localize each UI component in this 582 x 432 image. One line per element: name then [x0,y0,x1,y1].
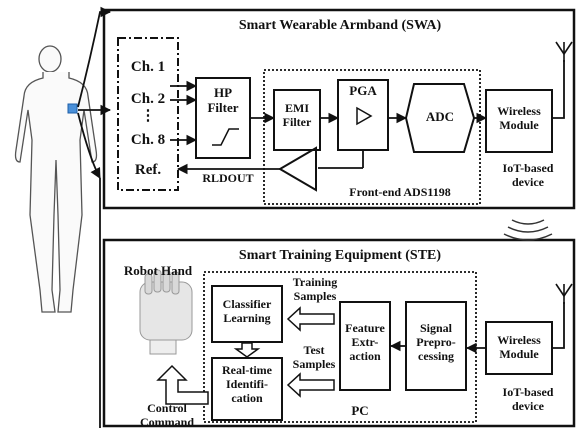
adc-box [404,83,476,153]
training-samples-label: Training Samples [292,275,338,303]
swa-wireless-box [485,89,553,153]
ste-iot-label: IoT-based device [502,385,554,413]
emi-filter-label: EMI Filter [282,101,312,129]
channel-box [117,37,179,191]
control-arrow-icon [156,364,209,405]
channel-2-label: Ch. 2 [130,91,166,107]
human-figure-icon [14,45,98,313]
channel-1-label: Ch. 1 [130,59,166,75]
channel-ellipsis: ⋮ [140,108,156,124]
realtime-box [211,357,283,421]
swa-wireless-label: Wireless Module [497,104,541,132]
pc-box [203,271,477,423]
robot-hand-label: Robot Hand [123,263,193,278]
adc-label: ADC [425,109,455,124]
swa-title: Smart Wearable Armband (SWA) [238,18,442,33]
rldout-label: RLDOUT [202,171,254,185]
rld-amplifier-icon [278,146,317,192]
ref-label: Ref. [134,162,162,178]
robot-hand-icon [139,269,193,355]
feature-label: Feature Extr-action [345,321,385,363]
sensor-marker-icon [67,103,78,114]
frontend-label: Front-end ADS1198 [349,185,451,199]
highpass-icon [212,128,239,146]
swa-box [102,8,576,210]
test-arrow-icon [286,372,335,398]
realtime-label: Real-time Identifi-cation [222,363,272,405]
swa-antenna-icon [555,41,573,62]
classifier-box [211,285,283,343]
ste-wireless-label: Wireless Module [497,333,541,361]
control-command-label: Control Command [139,401,194,429]
channel-8-label: Ch. 8 [130,132,166,148]
ste-title: Smart Training Equipment (STE) [238,248,442,263]
swa-iot-label: IoT-based device [502,161,554,189]
ste-antenna-icon [555,283,573,304]
down-arrow-icon [233,342,261,358]
amplifier-icon [356,106,373,126]
pga-label: PGA [349,83,377,98]
emi-filter-box [273,89,321,151]
test-samples-label: Test Samples [292,343,336,371]
frontend-box [263,69,481,205]
ste-box [102,238,576,428]
pc-label: PC [351,403,369,418]
training-arrow-icon [286,306,335,332]
wireless-signal-icon [503,219,553,241]
signal-label: Signal Prepro-cessing [416,321,456,363]
classifier-label: Classifier Learning [222,297,272,325]
hp-filter-label: HP Filter [207,85,239,115]
